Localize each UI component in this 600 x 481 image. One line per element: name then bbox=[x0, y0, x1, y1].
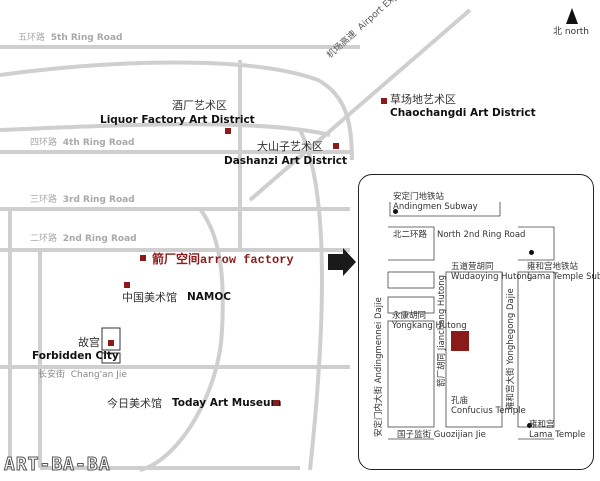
arrow-factory-label: 箭厂空间arrow factory bbox=[152, 253, 294, 267]
subway-dot-icon bbox=[393, 209, 398, 214]
ring-road-label: 五环路 5th Ring Road bbox=[18, 33, 123, 43]
block-yongkang bbox=[387, 320, 434, 427]
caochangdi-marker bbox=[381, 98, 387, 104]
dashanzi-marker bbox=[333, 143, 339, 149]
arrow-factory-inset-marker bbox=[451, 331, 469, 351]
north-arrow-icon bbox=[566, 8, 578, 24]
forbidden-city-cn: 故宫 bbox=[78, 336, 100, 349]
third-ring-east-curve bbox=[139, 207, 225, 472]
block-wudaoying-left-2 bbox=[387, 296, 434, 313]
lama-subway-dot-icon bbox=[529, 250, 534, 255]
arrow-factory-marker bbox=[140, 255, 146, 261]
forbidden-city-marker bbox=[108, 340, 114, 346]
block-jianchang bbox=[445, 271, 502, 427]
dashanzi-en: Dashanzi Art District bbox=[224, 155, 348, 167]
subway-block-outline bbox=[389, 201, 500, 216]
liquor-factory-cn: 酒厂艺术区 bbox=[172, 99, 227, 112]
liquor-factory-marker bbox=[225, 128, 231, 134]
namoc-en: NAMOC bbox=[187, 291, 231, 303]
guozijian-label: 国子监街 Guozijian Jie bbox=[397, 430, 486, 440]
today-museum-en: Today Art Museum bbox=[172, 397, 282, 409]
fourth-ring-arc bbox=[0, 122, 331, 137]
north-2nd-en: North 2nd Ring Road bbox=[437, 230, 526, 240]
inset-streets bbox=[387, 201, 554, 439]
ring-road-label: 三环路 3rd Ring Road bbox=[30, 195, 135, 205]
dashanzi-cn: 大山子艺术区 bbox=[257, 140, 323, 153]
fourth-ring-east bbox=[298, 129, 324, 471]
airport-expressway bbox=[248, 8, 472, 202]
caochangdi-en: Chaochangdi Art District bbox=[390, 107, 536, 119]
namoc-cn: 中国美术馆 bbox=[122, 291, 177, 304]
forbidden-city-box-south bbox=[101, 352, 121, 364]
today-museum-cn: 今日美术馆 bbox=[107, 397, 162, 410]
watermark: ART-BA-BA bbox=[4, 454, 111, 475]
namoc-marker bbox=[124, 282, 130, 288]
jianchang-label: 箭厂胡同 Jianchang Hutong bbox=[437, 274, 447, 387]
block-east-upper bbox=[517, 271, 554, 427]
ring-road-label: 四环路 4th Ring Road bbox=[30, 138, 135, 148]
changan-label: 长安街 Chang'an Jie bbox=[38, 370, 127, 380]
compass-label: 北 north bbox=[553, 27, 590, 37]
block-top-right bbox=[517, 226, 554, 260]
forbidden-city-box bbox=[101, 327, 121, 351]
direction-arrow-icon bbox=[328, 248, 356, 276]
caochangdi-cn: 草场地艺术区 bbox=[390, 93, 456, 106]
block-wudaoying-left bbox=[387, 271, 434, 288]
yonghegong-label: 雍和宫大街 Yonghegong Dajie bbox=[506, 288, 516, 410]
andingmennei-label: 安定门内大街 Andingmennei Dajie bbox=[374, 297, 384, 437]
today-museum-marker bbox=[273, 400, 279, 406]
block-top-left bbox=[387, 226, 434, 260]
lama-temple-dot-icon bbox=[527, 423, 532, 428]
north-2nd-cn: 北二环路 bbox=[393, 230, 428, 240]
liquor-factory-en: Liquor Factory Art District bbox=[100, 114, 255, 126]
ring-road-label: 二环路 2nd Ring Road bbox=[30, 234, 137, 244]
forbidden-city-en: Forbidden City bbox=[32, 350, 119, 362]
